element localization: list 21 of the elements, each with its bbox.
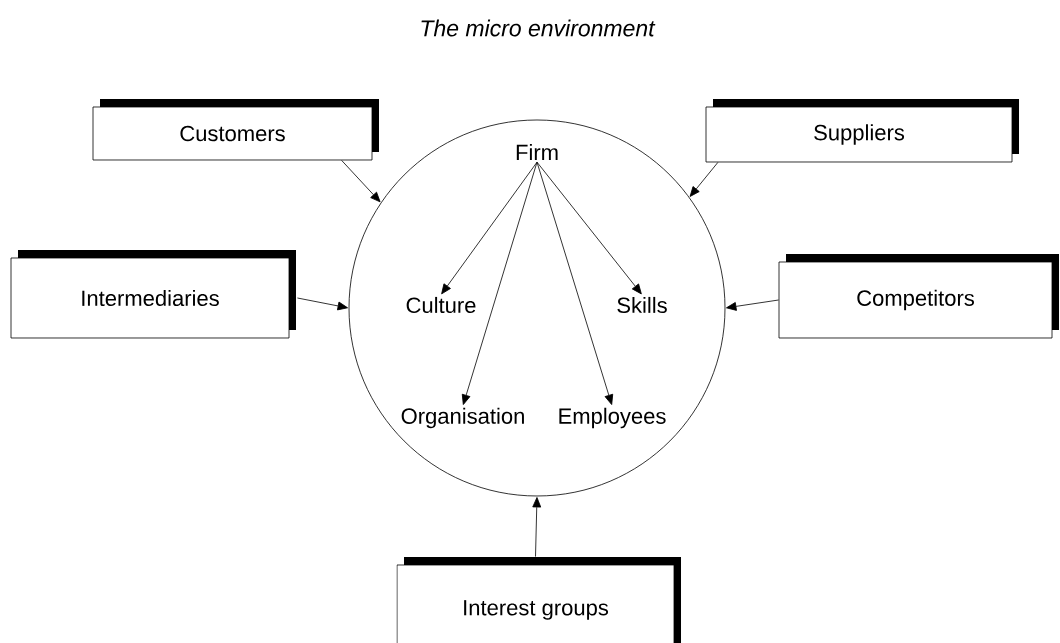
arrow (689, 162, 719, 197)
arrow (532, 497, 542, 557)
arrow (726, 299, 779, 311)
firm-circle (348, 119, 726, 497)
label: Culture (406, 296, 476, 314)
arrow (297, 297, 348, 311)
arrow (461, 161, 538, 405)
label: Firm (516, 144, 558, 160)
arrow (341, 160, 381, 203)
shadowed-box: Interest groups (396, 557, 681, 643)
arrow (536, 161, 614, 405)
arrow (536, 161, 642, 295)
shadowed-box: Intermediaries (10, 250, 296, 339)
arrow (441, 161, 538, 295)
label: Organisation (401, 407, 524, 429)
shadowed-box: Suppliers (705, 99, 1019, 163)
label: Employees (559, 407, 666, 429)
label: Skills (617, 296, 667, 314)
shadowed-box: Competitors (778, 254, 1059, 339)
title: The micro environment (421, 19, 656, 37)
shadowed-box: Customers (92, 99, 379, 161)
